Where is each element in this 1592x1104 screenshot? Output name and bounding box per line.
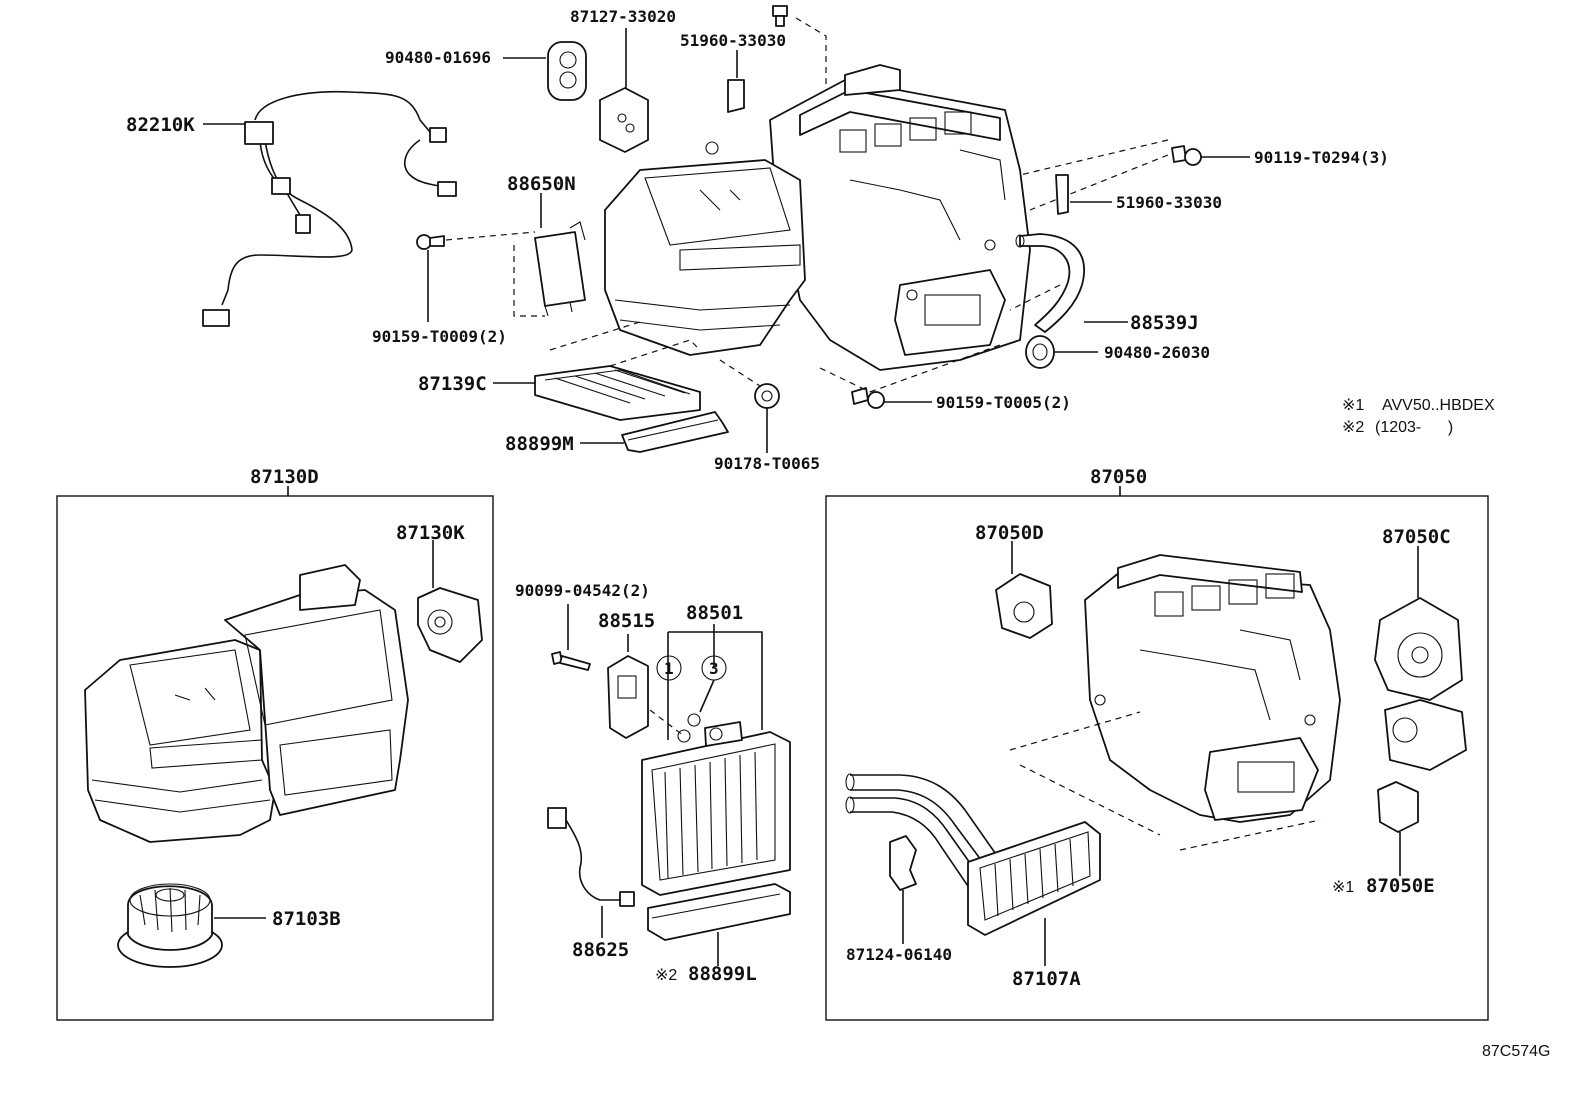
cover-88899l: [647, 883, 791, 966]
label-88650n: 88650N: [507, 173, 576, 195]
mark-87050e: ※1: [1332, 879, 1354, 896]
part-labels: 87127-33020 51960-33030 90480-01696 8221…: [126, 7, 1451, 990]
expansion-valve-88515: [607, 634, 649, 739]
label-87107a: 87107A: [1012, 968, 1081, 990]
screw-90119-t0294: [1019, 139, 1250, 211]
servo-87050d: [995, 541, 1053, 639]
label-90480-01696: 90480-01696: [385, 48, 491, 67]
label-87050e: 87050E: [1366, 875, 1435, 897]
label-90178-t0065: 90178-T0065: [714, 454, 820, 473]
label-88539j: 88539J: [1130, 312, 1199, 334]
hvac-housing-87050: [1009, 554, 1341, 851]
label-90480-26030: 90480-26030: [1104, 343, 1210, 362]
label-87103b: 87103B: [272, 908, 341, 930]
blower-case-top: [604, 141, 806, 356]
label-88501: 88501: [686, 602, 743, 624]
label-51960-33030-right: [1055, 174, 1112, 215]
grommet-90480-26030: [1025, 335, 1098, 369]
label-88515: 88515: [598, 610, 655, 632]
label-87130d: 87130D: [250, 466, 319, 488]
screw-top: [772, 5, 827, 95]
hvac-housing-top: [769, 64, 1031, 371]
screw-90159-t0009: [416, 231, 536, 322]
note-1-text: AVV50..HBDEX: [1382, 397, 1495, 414]
blower-unit-87130d: [84, 564, 409, 843]
label-90159-t0009: 90159-T0009(2): [372, 327, 507, 346]
note-1-mark: ※1: [1342, 397, 1364, 414]
servo-87050c: [1374, 546, 1467, 771]
label-90099-04542: 90099-04542(2): [515, 581, 650, 600]
label-88625: 88625: [572, 939, 629, 961]
label-circle-1: 1: [664, 659, 674, 678]
label-87124-06140: 87124-06140: [846, 945, 952, 964]
label-87127-33020: 87127-33020: [570, 7, 676, 26]
label-82210k: 82210K: [126, 114, 195, 136]
label-90119-t0294: 90119-T0294(3): [1254, 148, 1389, 167]
note-2-text: (1203- ): [1375, 419, 1453, 436]
grommet-90178-t0065: [719, 359, 780, 453]
blower-motor-87103b: [117, 883, 266, 968]
servo-87130k: [417, 540, 483, 663]
label-51960-33030-top: 51960-33030: [680, 31, 786, 50]
label-51960-33030-right: 51960-33030: [1116, 193, 1222, 212]
heater-core-87107a: [967, 821, 1101, 966]
label-87050c: 87050C: [1382, 526, 1451, 548]
note-2-mark: ※2: [1342, 419, 1364, 436]
label-90159-t0005: 90159-T0005(2): [936, 393, 1071, 412]
ecu-88650n: [513, 193, 586, 317]
foam-87127-33020: [599, 28, 649, 153]
label-51960-33030-top: [727, 50, 745, 113]
drain-hose-88539j: [1009, 233, 1128, 333]
grommet-90480-01696: [503, 41, 587, 101]
label-87050d: 87050D: [975, 522, 1044, 544]
screw-90159-t0005: [819, 344, 1001, 409]
label-88899m: 88899M: [505, 433, 574, 455]
box-87050: [825, 495, 1489, 1021]
filter-87139c: [493, 321, 701, 421]
label-87130k: 87130K: [396, 522, 465, 544]
label-circle-3: 3: [709, 659, 719, 678]
label-87139c: 87139C: [418, 373, 487, 395]
heater-pipes: [845, 773, 1001, 893]
bolt-90099-04542: [551, 604, 591, 671]
notes: ※1 AVV50..HBDEX ※2 (1203- ): [1342, 397, 1495, 436]
box-87130d: [56, 495, 494, 1021]
label-88899l: 88899L: [688, 963, 757, 985]
figure-code: 87C574G: [1482, 1043, 1551, 1060]
wire-harness-82210k: [202, 90, 457, 327]
mark-88899l: ※2: [655, 967, 677, 984]
sensor-88625: [547, 807, 635, 938]
servo-87050e: [1377, 781, 1419, 876]
clamp-87124-06140: [889, 835, 917, 944]
evaporator: [641, 721, 791, 896]
label-87050: 87050: [1090, 466, 1147, 488]
cover-88899m: [580, 411, 729, 453]
bracket-88501: [649, 624, 763, 743]
